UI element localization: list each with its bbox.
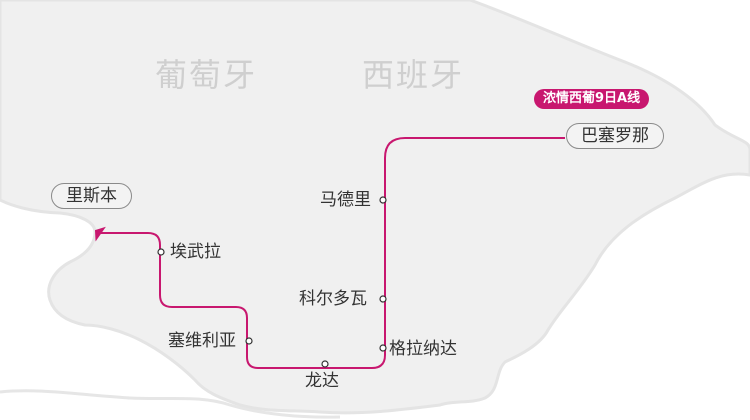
route-arrow-icon	[95, 226, 106, 242]
city-label-cordoba: 科尔多瓦	[299, 289, 367, 309]
city-label-evora: 埃武拉	[170, 242, 221, 262]
country-label-portugal: 葡萄牙	[155, 56, 258, 94]
city-pill-lisbon: 里斯本	[51, 183, 132, 209]
marker-cordoba	[379, 295, 387, 303]
marker-seville	[245, 337, 253, 345]
marker-evora	[157, 248, 165, 256]
coastline-detail	[0, 389, 341, 419]
city-label-ronda: 龙达	[305, 371, 339, 391]
city-label-granada: 格拉纳达	[389, 339, 457, 359]
city-label-madrid: 马德里	[320, 190, 371, 210]
marker-madrid	[379, 196, 387, 204]
city-label-seville: 塞维利亚	[168, 331, 236, 351]
route-name-badge: 浓情西葡9日A线	[534, 89, 650, 109]
marker-granada	[379, 344, 387, 352]
city-pill-barcelona: 巴塞罗那	[566, 123, 664, 149]
country-label-spain: 西班牙	[362, 56, 465, 94]
marker-ronda	[321, 360, 329, 368]
